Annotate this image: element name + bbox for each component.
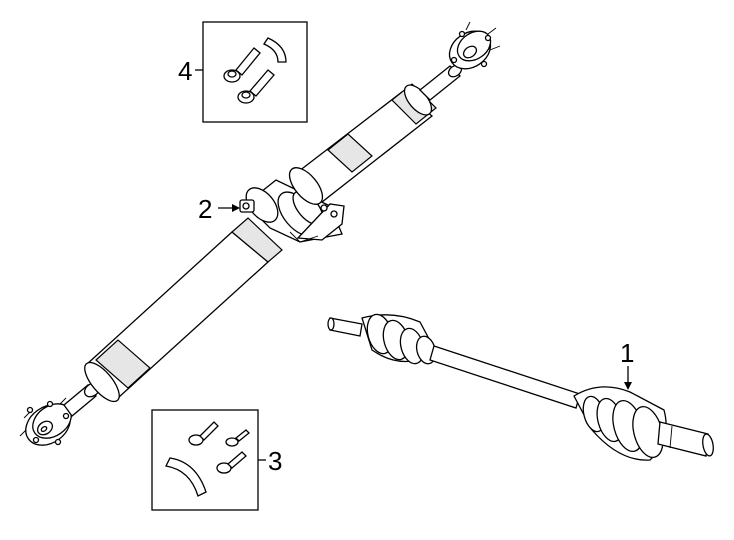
- rear-stub-shaft: [419, 64, 463, 101]
- halfshaft-assembly[interactable]: [327, 312, 715, 461]
- callout-number-3: 3: [268, 446, 282, 476]
- drive-shaft-assembly[interactable]: [18, 21, 501, 454]
- bolt-icon: [223, 47, 261, 83]
- bolt-icon: [216, 451, 247, 474]
- clip-icon: [263, 37, 287, 63]
- kit-box-4[interactable]: [202, 21, 308, 123]
- rear-tube: [288, 83, 437, 205]
- front-tube: [84, 217, 283, 403]
- kit-box-3[interactable]: [151, 409, 259, 511]
- rear-flange: [448, 21, 501, 70]
- bolt-icon: [188, 421, 219, 446]
- clip-icon: [165, 457, 207, 497]
- callout-number-1: 1: [620, 338, 634, 368]
- bolt-icon: [237, 69, 275, 104]
- center-bearing-area: [239, 179, 345, 243]
- callout-number-4: 4: [178, 56, 192, 86]
- callout-number-2: 2: [198, 194, 212, 224]
- bolt-icon: [225, 429, 250, 447]
- callout-leaders: [195, 69, 632, 461]
